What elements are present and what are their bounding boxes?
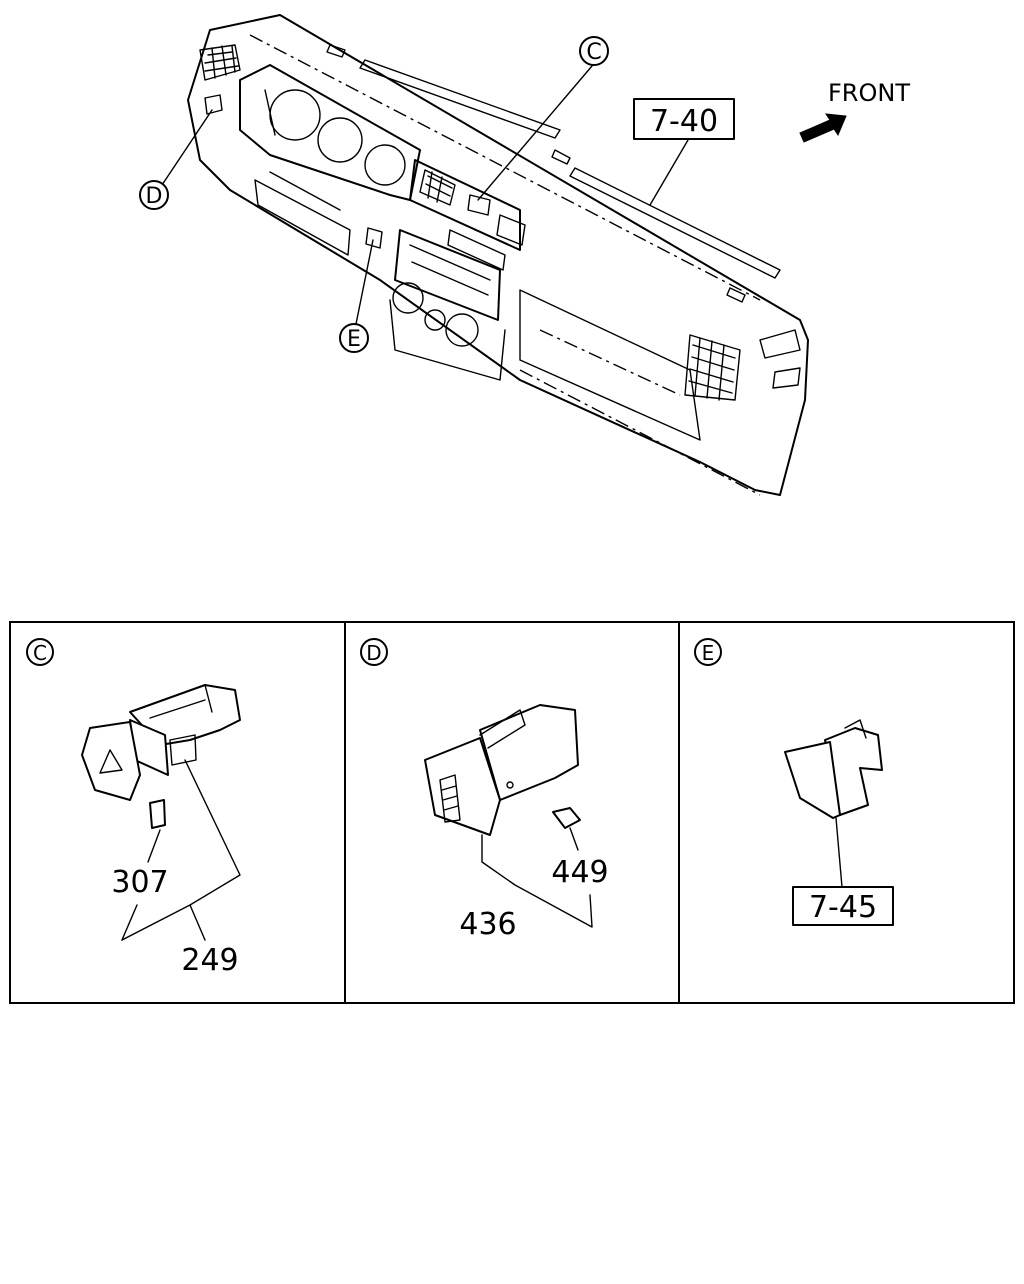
detail-panels-frame [9, 621, 1015, 1004]
part-number-436: 436 [459, 907, 516, 942]
panel-c-letter: C [33, 641, 47, 665]
callout-d-letter: D [146, 184, 163, 209]
panel-c: C 307 249 [26, 638, 241, 978]
panel-e-letter: E [702, 641, 715, 665]
panel-d: D 449 436 [360, 638, 609, 942]
front-label: FRONT [828, 79, 910, 107]
callout-c-letter: C [586, 40, 601, 65]
blank-cover-part [784, 719, 883, 819]
part-number-449: 449 [551, 855, 608, 890]
callout-e: E [339, 239, 374, 353]
reference-box-7-40: 7-40 [633, 98, 735, 206]
part-number-307: 307 [111, 865, 168, 900]
panel-e: E 7-45 [694, 638, 894, 926]
hazard-triangle-icon [99, 749, 123, 774]
reference-box-7-45-label: 7-45 [809, 890, 877, 925]
callout-d: D [139, 109, 213, 210]
switch-part [424, 704, 581, 836]
hazard-switch-part [81, 684, 241, 829]
callout-c: C [477, 36, 609, 201]
dashboard-illustration [187, 14, 809, 496]
panel-d-letter: D [366, 641, 381, 665]
reference-box-7-40-label: 7-40 [650, 104, 718, 139]
front-direction-indicator: FRONT [799, 79, 910, 143]
front-arrow-icon [799, 113, 847, 143]
callout-e-letter: E [347, 327, 361, 352]
part-number-249: 249 [181, 943, 238, 978]
